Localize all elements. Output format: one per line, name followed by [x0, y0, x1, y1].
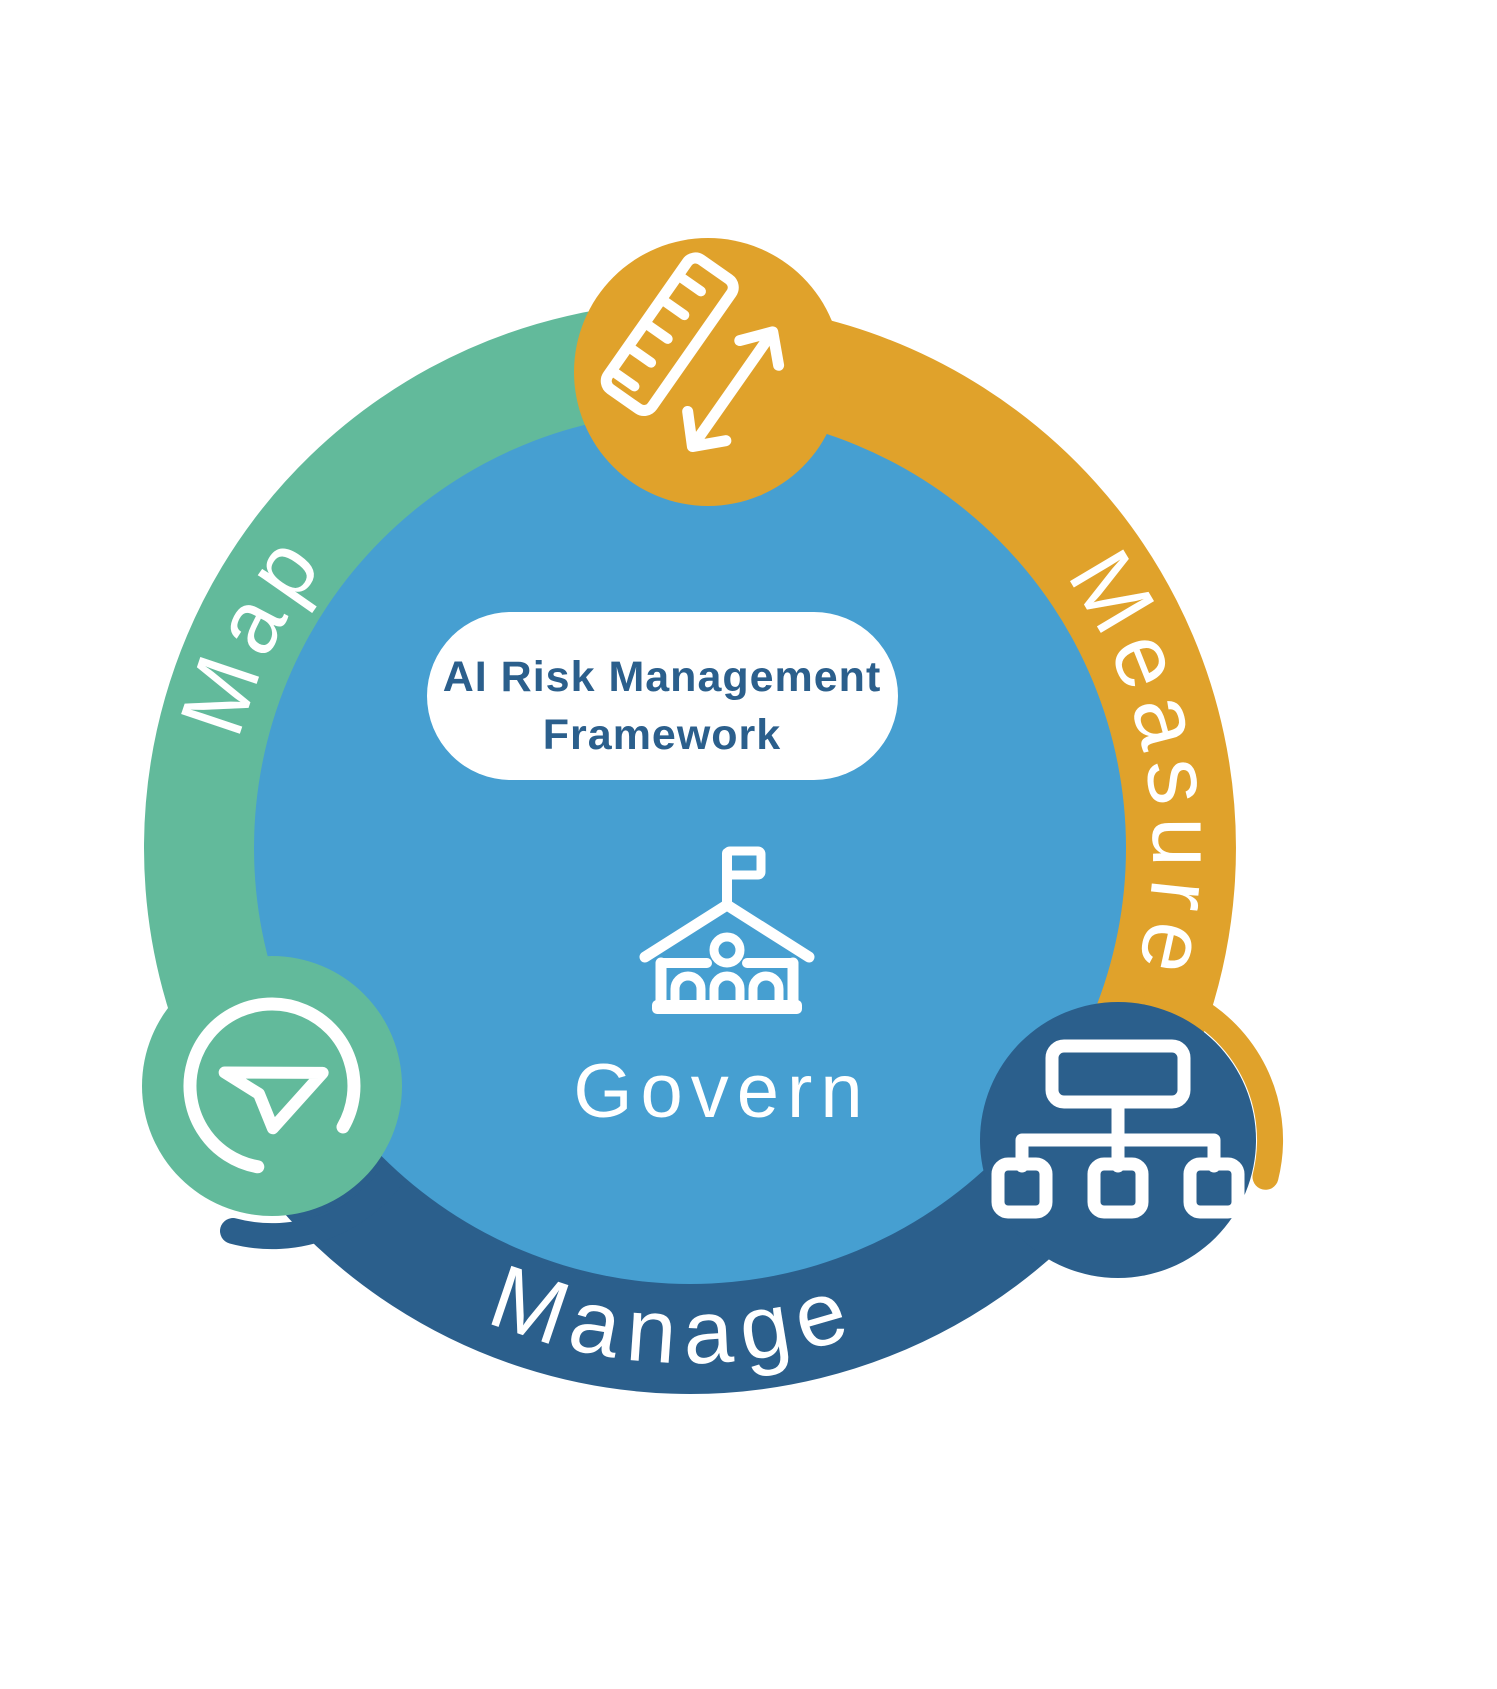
ruler-measure-icon [600, 252, 785, 453]
hierarchy-sitemap-icon [991, 1039, 1245, 1219]
navigation-arrow-icon [183, 997, 361, 1174]
measure-arc-segment [705, 302, 1236, 1154]
title-line-2: Framework [543, 711, 781, 759]
govern-label: Govern [573, 1049, 870, 1134]
title-line-1: AI Risk Management [443, 653, 882, 701]
title-pill [427, 612, 898, 780]
map-icon-circle [142, 956, 402, 1216]
government-building-icon [639, 846, 815, 1014]
measure-arc-wrap [1144, 980, 1284, 1190]
map-arc-segment [144, 302, 709, 1121]
manage-arc-wrap [220, 1148, 415, 1250]
measure-icon-circle [574, 238, 842, 506]
